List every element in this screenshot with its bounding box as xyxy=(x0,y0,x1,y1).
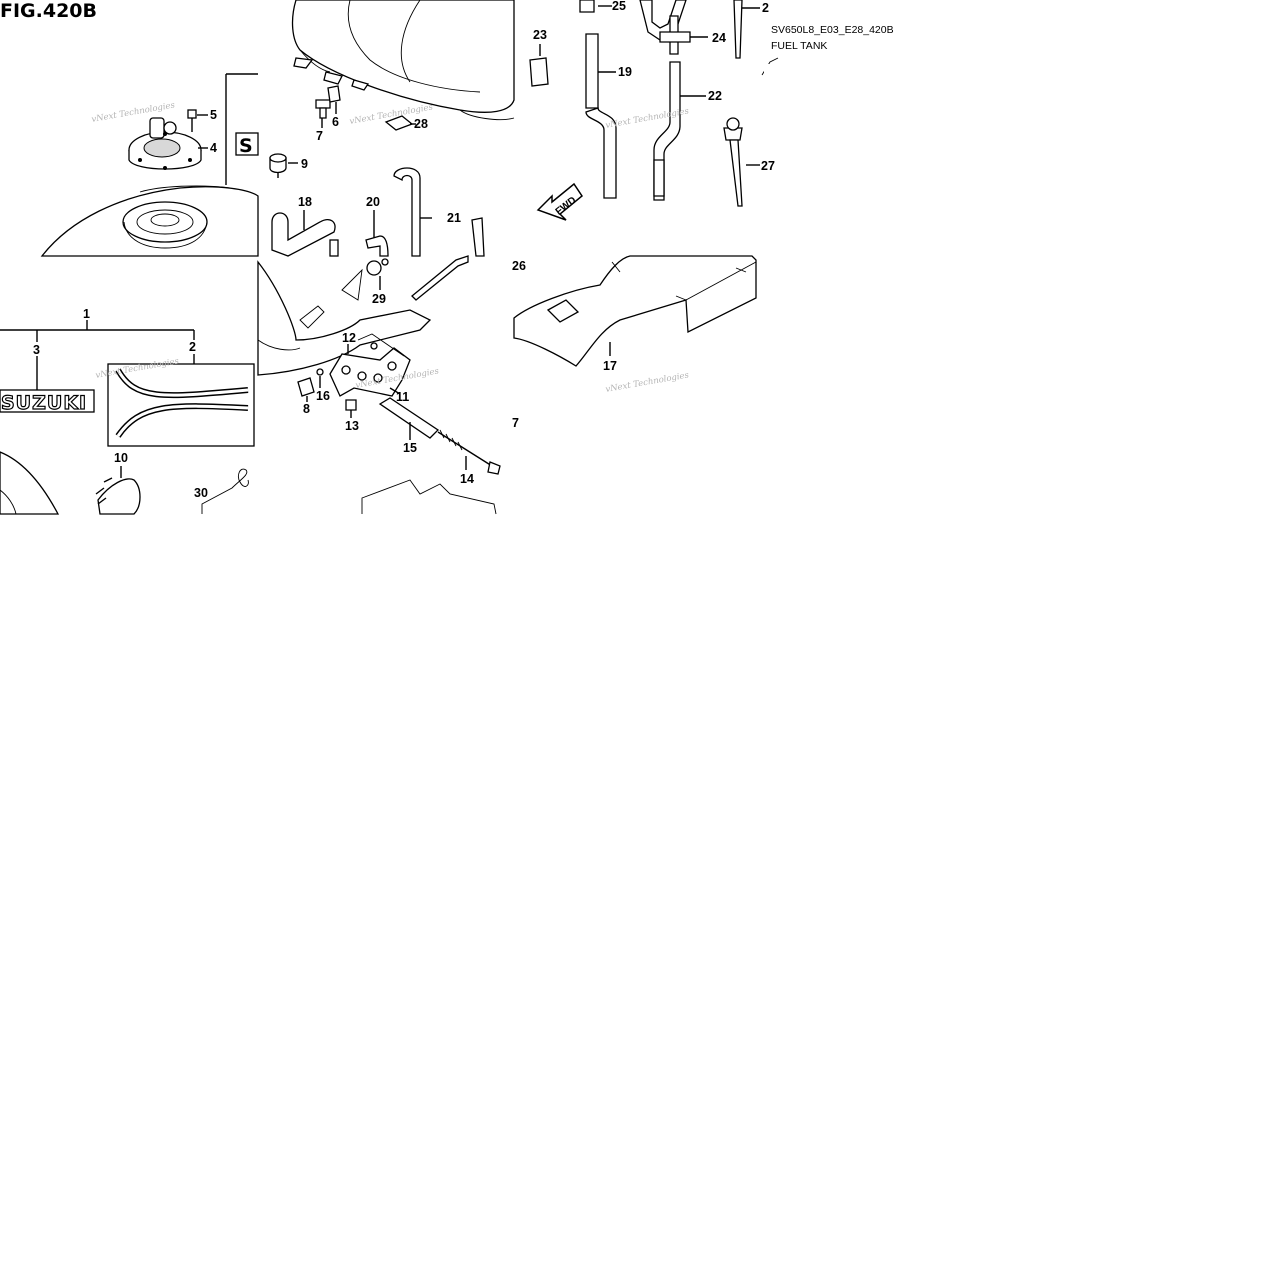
panel-tank-top: S xyxy=(40,73,298,257)
callout-3: 3 xyxy=(33,343,40,357)
heat-shield-17 xyxy=(513,255,757,367)
tank-underside xyxy=(291,0,515,113)
callout-23: 23 xyxy=(533,28,547,42)
callout-15: 15 xyxy=(403,441,417,455)
callout-4: 4 xyxy=(210,141,217,155)
callout-6: 6 xyxy=(332,115,339,129)
callout-8: 8 xyxy=(303,402,310,416)
mount-bracket-7 xyxy=(315,99,331,128)
t-joint-24 xyxy=(659,15,691,55)
mount-rubber-6 xyxy=(327,85,341,114)
tank-filler-opening xyxy=(122,201,208,243)
callout-24: 24 xyxy=(712,31,726,45)
callout-2-top: 2 xyxy=(762,1,769,15)
callout-2: 2 xyxy=(189,340,196,354)
callout-30: 30 xyxy=(194,486,208,500)
callout-14: 14 xyxy=(460,472,474,486)
suzuki-emblem-text: SUZUKI xyxy=(1,392,87,414)
panel-tank-under xyxy=(291,0,515,131)
bolt-14 xyxy=(437,429,501,475)
fuel-cap xyxy=(128,117,202,170)
callout-17: 17 xyxy=(603,359,617,373)
clip-13 xyxy=(345,399,357,411)
callout-26: 26 xyxy=(512,259,526,273)
suzuki-emblem xyxy=(0,389,95,413)
callout-29: 29 xyxy=(372,292,386,306)
figure-name: FUEL TANK xyxy=(771,40,827,52)
callouts: 5 4 9 7 6 28 18 20 21 25 23 19 24 22 2 2… xyxy=(33,0,775,500)
callout-27: 27 xyxy=(761,159,775,173)
callout-11: 11 xyxy=(396,390,409,404)
grommet-29 xyxy=(366,258,389,276)
hose-20 xyxy=(365,235,389,257)
callout-25: 25 xyxy=(612,0,626,13)
callout-13: 13 xyxy=(345,419,359,433)
panel-hoses: FWD xyxy=(271,0,760,257)
callout-12: 12 xyxy=(342,331,356,345)
panel-emblems: SUZUKI xyxy=(0,320,255,515)
watermark: vNext Technologies xyxy=(605,370,691,395)
callout-28: 28 xyxy=(414,117,428,131)
callout-19: 19 xyxy=(618,65,632,79)
fwd-arrow: FWD xyxy=(536,182,584,221)
callout-7-right: 7 xyxy=(512,416,519,430)
emblem-s-edge: S xyxy=(239,135,253,157)
callout-7: 7 xyxy=(316,129,323,143)
hose-19 xyxy=(585,33,599,109)
fuel-valve-11-12 xyxy=(329,333,411,397)
bumper-rubber xyxy=(269,153,287,178)
callout-5: 5 xyxy=(210,108,217,122)
figure-code: SV650L8_E03_E28_420B xyxy=(771,24,894,36)
callout-10: 10 xyxy=(114,451,128,465)
mounting-plate-10 xyxy=(95,477,141,515)
figure-title: FIG.420B xyxy=(0,0,97,22)
label-tag-23 xyxy=(529,57,549,87)
callout-22: 22 xyxy=(708,89,722,103)
pipe-15 xyxy=(378,397,440,439)
callout-16: 16 xyxy=(316,389,330,403)
panel-valve xyxy=(257,255,501,515)
cable-tie-27 xyxy=(723,117,743,207)
callout-1: 1 xyxy=(83,307,90,321)
washer-16 xyxy=(316,368,324,376)
spring-30 xyxy=(201,468,249,514)
hose-joint-25 xyxy=(579,0,595,13)
gasket-8 xyxy=(297,377,315,397)
callout-9: 9 xyxy=(301,157,308,171)
hose-21 xyxy=(393,167,421,257)
cap-screw xyxy=(187,109,197,132)
callout-21: 21 xyxy=(447,211,461,225)
callout-18: 18 xyxy=(298,195,312,209)
hose-18 xyxy=(271,212,336,257)
callout-20: 20 xyxy=(366,195,380,209)
